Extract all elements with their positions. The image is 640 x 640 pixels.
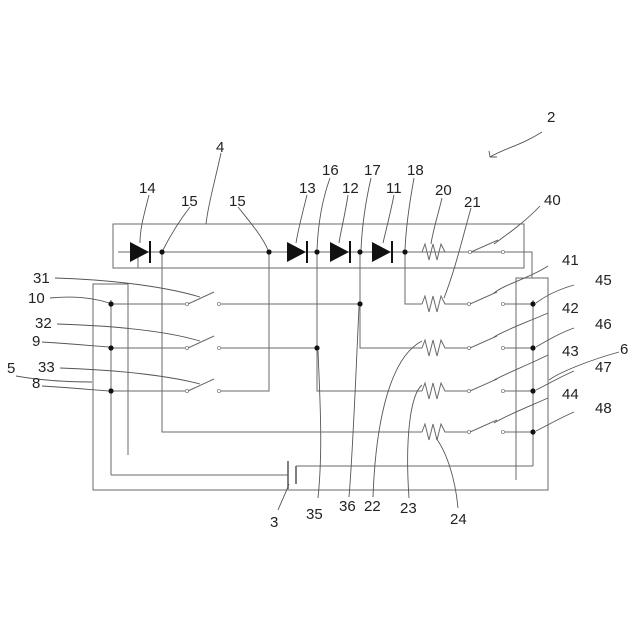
diode-14 <box>130 241 150 263</box>
diode-12 <box>330 241 350 263</box>
label-15-right: 15 <box>229 193 246 210</box>
resistor-21 <box>422 296 468 312</box>
wire-18-down <box>405 252 422 304</box>
label-24: 24 <box>450 511 467 528</box>
label-5: 5 <box>7 360 15 377</box>
label-8: 8 <box>32 375 40 392</box>
label-4: 4 <box>216 139 224 156</box>
label-2: 2 <box>547 109 555 126</box>
label-36: 36 <box>339 498 356 515</box>
inner-bracket-5 <box>103 284 128 455</box>
switch-42 <box>467 336 504 350</box>
label-13: 13 <box>299 180 316 197</box>
label-9: 9 <box>32 333 40 350</box>
label-23: 23 <box>400 500 417 517</box>
label-10: 10 <box>28 290 45 307</box>
label-47: 47 <box>595 359 612 376</box>
label-44: 44 <box>562 386 579 403</box>
resistor-23 <box>422 383 468 399</box>
diode-13 <box>287 241 307 263</box>
switch-41 <box>467 292 504 306</box>
label-18: 18 <box>407 162 424 179</box>
switch-43 <box>467 379 504 393</box>
wire-16-down <box>317 252 422 391</box>
label-41: 41 <box>562 252 579 269</box>
label-11: 11 <box>386 180 402 197</box>
label-17: 17 <box>364 162 381 179</box>
label-31: 31 <box>33 270 50 287</box>
label-3: 3 <box>270 514 278 531</box>
wire-17-down <box>360 252 422 348</box>
label-46: 46 <box>595 316 612 333</box>
label-48: 48 <box>595 400 612 417</box>
label-22: 22 <box>364 498 381 515</box>
label-6: 6 <box>620 341 628 358</box>
label-21: 21 <box>464 194 481 211</box>
label-45: 45 <box>595 272 612 289</box>
junction-dots <box>108 249 535 434</box>
label-43: 43 <box>562 343 579 360</box>
switch-33 <box>185 379 220 393</box>
resistor-24 <box>422 424 468 440</box>
label-16: 16 <box>322 162 339 179</box>
wire-33-to-15 <box>221 252 269 391</box>
label-42: 42 <box>562 300 579 317</box>
label-32: 32 <box>35 315 52 332</box>
battery-3 <box>283 461 300 489</box>
diode-11 <box>372 241 392 263</box>
label-12: 12 <box>342 180 359 197</box>
label-14: 14 <box>139 180 156 197</box>
label-15-left: 15 <box>181 193 198 210</box>
resistor-22 <box>422 340 468 356</box>
switch-44 <box>467 420 504 434</box>
label-35: 35 <box>306 506 323 523</box>
right-bracket <box>516 278 532 480</box>
label-20: 20 <box>435 182 452 199</box>
label-33: 33 <box>38 359 55 376</box>
label-40: 40 <box>544 192 561 209</box>
